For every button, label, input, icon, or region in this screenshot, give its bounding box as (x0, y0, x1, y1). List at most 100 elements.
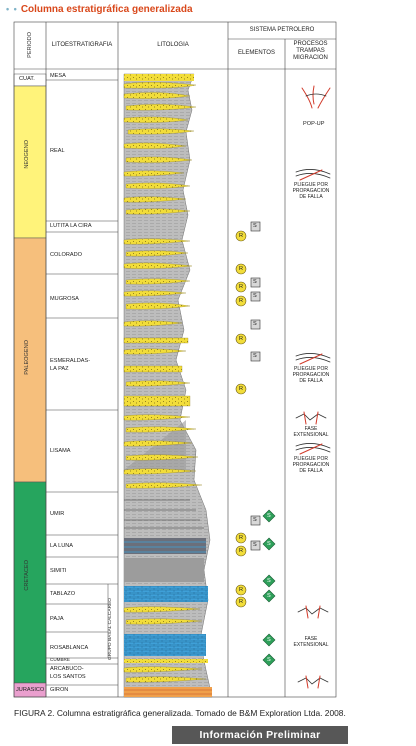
period-cretaceo (13, 481, 47, 684)
seal-letter: S (253, 279, 257, 285)
process-pliegue-2: PLIEGUE POR PROPAGACION DE FALLA (287, 366, 335, 384)
formation-cumbre: CUMBRE (50, 657, 70, 662)
lith-cumbre (124, 659, 208, 663)
pliegue-2-line-2: PROPAGACION (292, 372, 330, 378)
period-label-jurasico: JURASICO (16, 687, 45, 693)
formation-lisama: LISAMA (50, 448, 71, 454)
period-label-cretaceo: CRETACEO (24, 560, 30, 591)
source-letter: S (267, 578, 271, 584)
header-periodo-label: PERIODO (26, 32, 33, 58)
lith-esmeraldas-sands (123, 337, 191, 407)
header-procesos-l2: TRAMPAS (296, 48, 325, 55)
source-diamond (262, 633, 276, 647)
lith-mesa (124, 74, 194, 81)
reservoir-letter: R (239, 386, 244, 392)
formation-mugrosa: MUGROSA (50, 296, 79, 302)
formation-colorado: COLORADO (50, 252, 83, 258)
fase-1-line-2: EXTENSIONAL (293, 432, 329, 438)
pliegue-2-line-1: PLIEGUE POR (294, 366, 328, 372)
source-diamond (262, 574, 276, 588)
period-label-paleogeno: PALEOGENO (24, 340, 30, 375)
reservoir-letter: R (239, 535, 244, 541)
pliegue-3-line-2: PROPAGACION (292, 462, 330, 468)
period-label-neogeno: NEOGENO (24, 140, 30, 169)
lith-simiti (124, 558, 204, 582)
header-litologia: LITOLOGIA (157, 42, 189, 48)
pliegue-3-line-3: DE FALLA (299, 468, 323, 474)
formation-mesa: MESA (50, 73, 66, 79)
reservoir-circle (235, 596, 247, 608)
reservoir-letter: R (239, 284, 244, 290)
formation-la-luna: LA LUNA (50, 543, 74, 549)
formation-rosablanca: ROSABLANCA (50, 645, 89, 651)
source-letter: S (267, 657, 271, 663)
formation-la-paz: LA PAZ (50, 366, 69, 372)
process-fase-2: FASE EXTENSIONAL (287, 636, 335, 648)
header-elementos: ELEMENTOS (238, 50, 275, 56)
reservoir-letter: R (239, 298, 244, 304)
source-diamond (262, 509, 276, 523)
seal-letter: S (253, 542, 257, 548)
formation-giron: GIRON (50, 687, 69, 693)
seal-letter: S (253, 223, 257, 229)
reservoir-letter: R (239, 233, 244, 239)
formation-tablazo: TABLAZO (50, 591, 76, 597)
reservoir-circle (235, 584, 247, 596)
extension-sketch-2 (297, 605, 329, 619)
lith-lisama-sands (123, 414, 203, 489)
source-letter: S (267, 637, 271, 643)
source-diamond (262, 589, 276, 603)
formation-umir: UMIR (50, 511, 65, 517)
seal-letter: S (253, 293, 257, 299)
seal-letter: S (253, 353, 257, 359)
reservoir-circle (235, 532, 247, 544)
period-paleogeno (13, 237, 47, 483)
process-pliegue-3: PLIEGUE POR PROPAGACION DE FALLA (287, 456, 335, 474)
reservoir-circle (235, 295, 247, 307)
fase-2-line-1: FASE (304, 636, 318, 642)
reservoir-letter: R (239, 336, 244, 342)
fase-2-line-2: EXTENSIONAL (293, 642, 329, 648)
popup-sketch (301, 85, 331, 109)
lith-umir-lines (124, 499, 204, 529)
lith-arcabuco-sands (123, 666, 207, 683)
reservoir-circle (235, 281, 247, 293)
lith-giron (124, 687, 212, 697)
period-label-cuat: CUAT. (19, 76, 35, 82)
reservoir-letter: R (239, 599, 244, 605)
pliegue-3-line-1: PLIEGUE POR (294, 456, 328, 462)
header-procesos-l3: MIGRACION (293, 55, 328, 62)
pliegue-1-line-1: PLIEGUE POR (294, 182, 328, 188)
seal-square (250, 277, 261, 288)
seal-square (250, 221, 261, 232)
fold-sketch-2 (295, 353, 331, 365)
seal-letter: S (253, 517, 257, 523)
fase-1-line-1: FASE (304, 426, 318, 432)
lithology-column (123, 73, 213, 698)
reservoir-circle (235, 545, 247, 557)
lith-la-luna-lines (124, 541, 206, 553)
reservoir-symbols (235, 230, 247, 608)
header-litoestratigrafia: LITOESTRATIGRAFIA (51, 42, 113, 48)
reservoir-circle (235, 230, 247, 242)
extension-sketch-1 (295, 411, 327, 425)
fold-sketch-3 (295, 443, 331, 455)
header-sistema-petrolero: SISTEMA PETROLERO (249, 27, 315, 33)
preliminary-banner: Información Preliminar (172, 726, 348, 744)
source-letter: S (267, 513, 271, 519)
formation-los-santos: LOS SANTOS (50, 674, 86, 680)
process-popup-label: POP-UP (303, 121, 325, 127)
process-sketches (295, 85, 331, 689)
seal-square (250, 291, 261, 302)
reservoir-circle (235, 383, 247, 395)
formation-paja: PAJA (50, 616, 64, 622)
seal-square (250, 319, 261, 330)
period-neogeno (13, 85, 47, 239)
lith-rosablanca (124, 634, 206, 656)
source-diamond (262, 653, 276, 667)
pliegue-2-line-3: DE FALLA (299, 378, 323, 384)
process-fase-1: FASE EXTENSIONAL (287, 426, 335, 438)
figure-title-text: Columna estratigráfica generalizada (20, 4, 193, 15)
header-procesos: PROCESOS TRAMPAS MIGRACION (285, 41, 336, 63)
lith-tablazo (124, 586, 208, 602)
